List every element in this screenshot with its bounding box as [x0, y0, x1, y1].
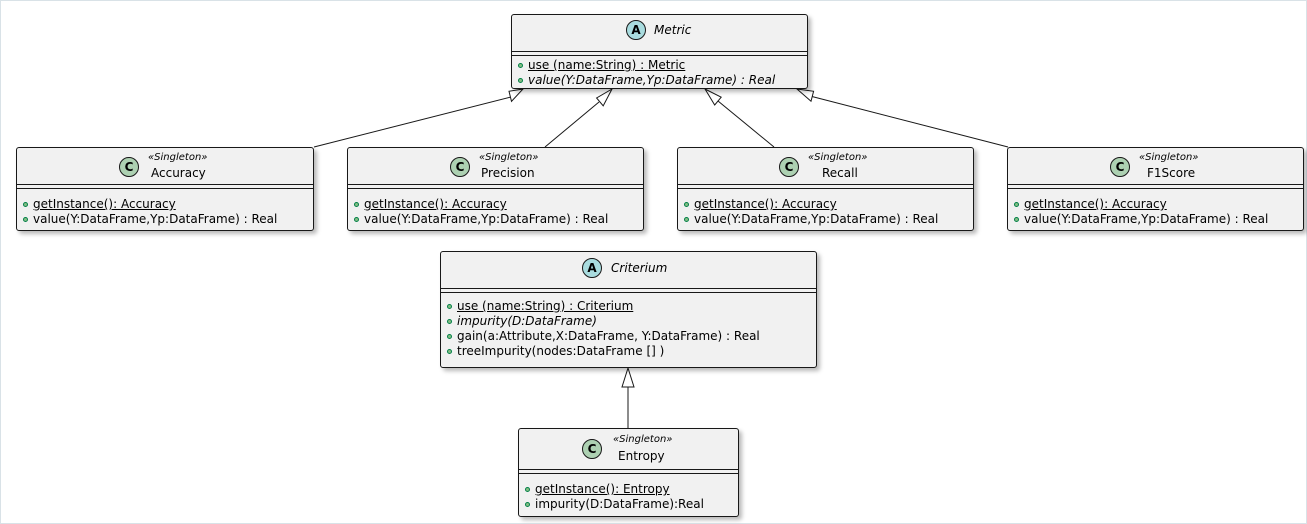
- class-precision-header: C «Singleton» Precision: [348, 148, 643, 184]
- class-recall-name: Recall: [822, 166, 858, 180]
- member-criterium-gain: gain(a:Attribute,X:DataFrame, Y:DataFram…: [447, 329, 816, 344]
- class-icon: C: [1110, 157, 1130, 177]
- public-method-icon: [447, 349, 452, 354]
- class-recall-members: getInstance(): Accuracy value(Y:DataFram…: [678, 189, 973, 229]
- class-f1score-members: getInstance(): Accuracy value(Y:DataFram…: [1008, 189, 1303, 229]
- class-criterium-members: use (name:String) : Criterium impurity(D…: [441, 293, 816, 361]
- class-f1score-header: C «Singleton» F1Score: [1008, 148, 1303, 184]
- arrow-recall-metric: [703, 87, 722, 106]
- edge-precision-metric: [544, 101, 600, 148]
- public-method-icon: [518, 78, 523, 83]
- class-precision-members: getInstance(): Accuracy value(Y:DataFram…: [348, 189, 643, 229]
- class-criterium-header: A Criterium: [441, 252, 816, 288]
- class-icon: C: [582, 439, 602, 459]
- class-criterium-separator: [441, 288, 816, 293]
- abstract-class-icon: A: [582, 258, 602, 278]
- member-metric-use: use (name:String) : Metric: [518, 58, 807, 73]
- public-method-icon: [684, 202, 689, 207]
- class-entropy-name: Entropy: [618, 449, 665, 463]
- class-accuracy-separator: [17, 184, 313, 189]
- edge-accuracy-metric: [313, 96, 512, 148]
- member-f1score-value: value(Y:DataFrame,Yp:DataFrame) : Real: [1014, 212, 1303, 227]
- class-accuracy-members: getInstance(): Accuracy value(Y:DataFram…: [17, 189, 313, 229]
- class-precision-separator: [348, 184, 643, 189]
- member-entropy-getinstance: getInstance(): Entropy: [525, 482, 738, 497]
- class-criterium-name: Criterium: [611, 261, 668, 275]
- public-method-icon: [1014, 202, 1019, 207]
- stereotype-label: «Singleton»: [613, 434, 673, 445]
- class-accuracy-header: C «Singleton» Accuracy: [17, 148, 313, 184]
- class-icon: C: [119, 157, 139, 177]
- class-criterium[interactable]: A Criterium use (name:String) : Criteriu…: [440, 251, 817, 368]
- class-metric-members: use (name:String) : Metric value(Y:DataF…: [512, 56, 807, 90]
- class-f1score[interactable]: C «Singleton» F1Score getInstance(): Acc…: [1007, 147, 1304, 231]
- stereotype-label: «Singleton»: [479, 152, 539, 163]
- class-metric[interactable]: A Metric use (name:String) : Metric valu…: [511, 14, 808, 89]
- public-method-icon: [684, 217, 689, 222]
- edge-recall-metric: [717, 100, 775, 148]
- member-precision-value: value(Y:DataFrame,Yp:DataFrame) : Real: [354, 212, 643, 227]
- class-f1score-separator: [1008, 184, 1303, 189]
- member-f1score-getinstance: getInstance(): Accuracy: [1014, 197, 1303, 212]
- class-precision-name: Precision: [481, 166, 535, 180]
- member-criterium-impurity: impurity(D:DataFrame): [447, 314, 816, 329]
- class-metric-separator: [512, 51, 807, 56]
- public-method-icon: [447, 334, 452, 339]
- arrow-precision-metric: [595, 87, 614, 107]
- class-metric-name: Metric: [654, 23, 692, 37]
- arrow-accuracy-metric: [508, 88, 525, 103]
- public-method-icon: [447, 304, 452, 309]
- member-recall-value: value(Y:DataFrame,Yp:DataFrame) : Real: [684, 212, 973, 227]
- member-recall-getinstance: getInstance(): Accuracy: [684, 197, 973, 212]
- member-criterium-treeimpurity: treeImpurity(nodes:DataFrame [] ): [447, 344, 816, 359]
- public-method-icon: [518, 63, 523, 68]
- public-method-icon: [447, 319, 452, 324]
- class-icon: C: [450, 157, 470, 177]
- public-method-icon: [23, 217, 28, 222]
- edge-f1score-metric: [809, 95, 1009, 148]
- arrow-f1score-metric: [795, 88, 815, 103]
- member-metric-value: value(Y:DataFrame,Yp:DataFrame) : Real: [518, 73, 807, 88]
- public-method-icon: [525, 502, 530, 507]
- member-entropy-impurity: impurity(D:DataFrame):Real: [525, 497, 738, 512]
- arrow-entropy-criterium: [621, 366, 635, 388]
- public-method-icon: [354, 202, 359, 207]
- class-f1score-name: F1Score: [1147, 166, 1196, 180]
- abstract-class-icon: A: [626, 20, 646, 40]
- public-method-icon: [354, 217, 359, 222]
- class-recall-header: C «Singleton» Recall: [678, 148, 973, 184]
- public-method-icon: [525, 487, 530, 492]
- member-accuracy-getinstance: getInstance(): Accuracy: [23, 197, 313, 212]
- member-accuracy-value: value(Y:DataFrame,Yp:DataFrame) : Real: [23, 212, 313, 227]
- class-entropy-members: getInstance(): Entropy impurity(D:DataFr…: [519, 474, 738, 514]
- stereotype-label: «Singleton»: [808, 152, 868, 163]
- stereotype-label: «Singleton»: [148, 152, 208, 163]
- class-recall-separator: [678, 184, 973, 189]
- class-entropy-separator: [519, 469, 738, 474]
- public-method-icon: [23, 202, 28, 207]
- class-recall[interactable]: C «Singleton» Recall getInstance(): Accu…: [677, 147, 974, 231]
- class-accuracy[interactable]: C «Singleton» Accuracy getInstance(): Ac…: [16, 147, 314, 231]
- class-accuracy-name: Accuracy: [151, 166, 206, 180]
- class-entropy-header: C «Singleton» Entropy: [519, 429, 738, 469]
- public-method-icon: [1014, 217, 1019, 222]
- class-icon: C: [779, 157, 799, 177]
- class-precision[interactable]: C «Singleton» Precision getInstance(): A…: [347, 147, 644, 231]
- member-precision-getinstance: getInstance(): Accuracy: [354, 197, 643, 212]
- class-metric-header: A Metric: [512, 15, 807, 51]
- stereotype-label: «Singleton»: [1139, 152, 1199, 163]
- class-entropy[interactable]: C «Singleton» Entropy getInstance(): Ent…: [518, 428, 739, 517]
- member-criterium-use: use (name:String) : Criterium: [447, 299, 816, 314]
